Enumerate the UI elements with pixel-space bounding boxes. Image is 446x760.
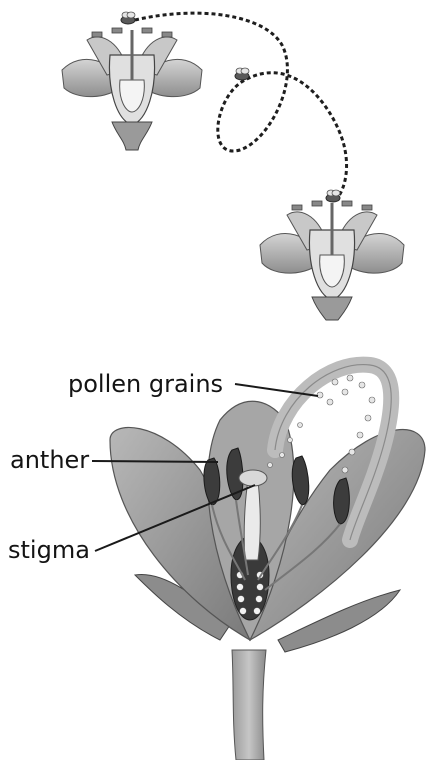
small-flower-2 [260,201,404,320]
label-stigma: stigma [8,538,90,562]
bee-icon [235,68,249,80]
large-flower [92,365,425,760]
label-pollen-grains: pollen grains [68,372,223,396]
bee-icon [121,12,135,24]
small-flower-1 [62,28,202,150]
bee-icon [326,190,340,202]
label-anther: anther [10,448,89,472]
anther-leader [92,461,218,462]
